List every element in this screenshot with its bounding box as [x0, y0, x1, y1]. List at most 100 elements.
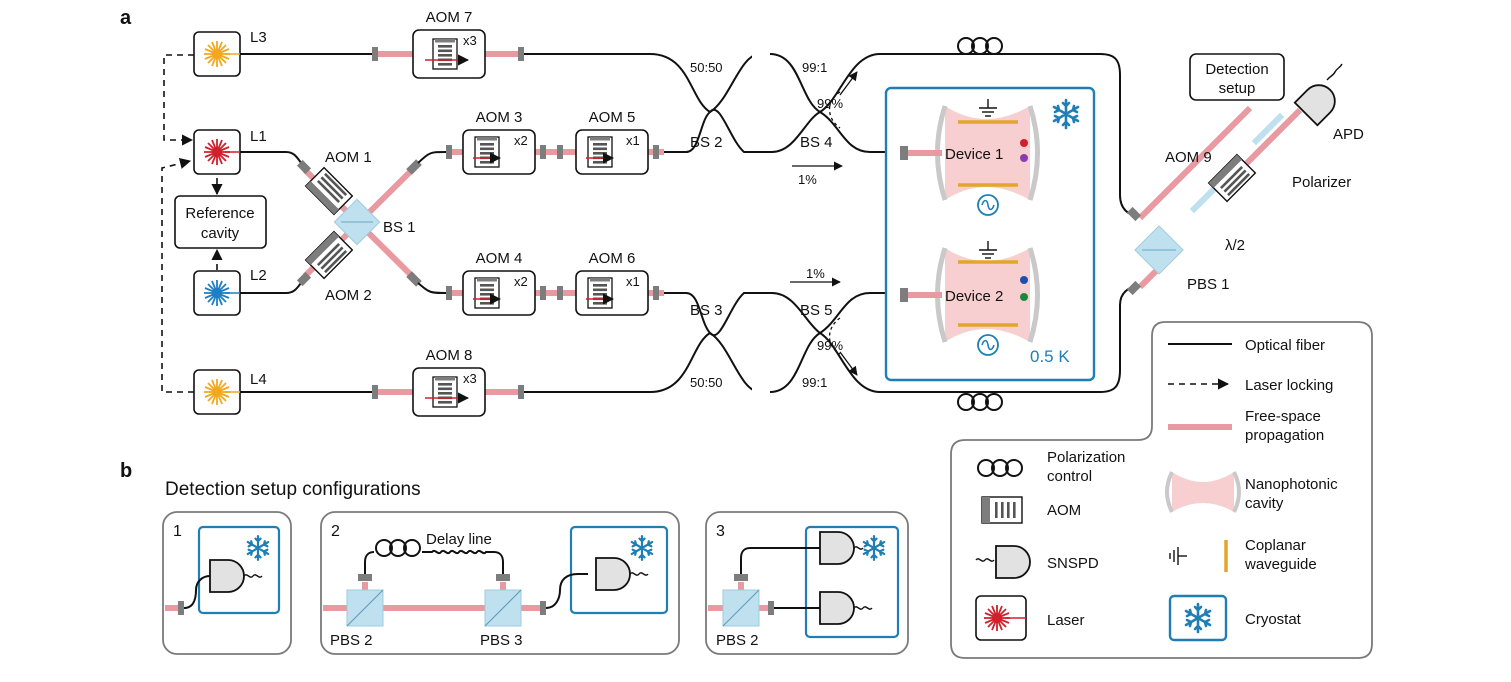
legend-aom: AOM	[1047, 502, 1081, 519]
aom-3-mult: x2	[514, 133, 528, 148]
temperature-label: 0.5 K	[1030, 347, 1070, 366]
legend-waveguide-icon	[1169, 540, 1228, 572]
bs3-label: BS 3	[690, 302, 723, 319]
legend-laser-locking: Laser locking	[1245, 377, 1333, 394]
config-1: 1	[162, 511, 292, 655]
legend-laser-icon	[975, 595, 1027, 641]
pbs-1-label: PBS 1	[1187, 276, 1230, 293]
chain-connectors	[372, 47, 659, 399]
halfwave-label: λ/2	[1225, 237, 1245, 254]
legend-waveguide-line1: Coplanar	[1245, 537, 1306, 554]
aom-6-mult: x1	[626, 274, 640, 289]
reference-cavity-line2: cavity	[201, 225, 240, 242]
legend-cavity-line1: Nanophotonic	[1245, 476, 1338, 493]
bs4-label: BS 4	[800, 134, 833, 151]
aom-2-label: AOM 2	[325, 287, 372, 304]
config-1-number: 1	[173, 523, 182, 540]
aom-7: x3 AOM 7	[378, 9, 518, 79]
laser-l4-label: L4	[250, 371, 267, 388]
aom-8-label: AOM 8	[426, 347, 473, 364]
legend-cavity-icon	[1165, 471, 1241, 513]
apd-icon	[1293, 77, 1343, 127]
connector-l1	[296, 159, 312, 287]
config-2-pbs2-label: PBS 2	[330, 632, 373, 649]
config-3-pbs2-label: PBS 2	[716, 632, 759, 649]
legend-free-space-line2: propagation	[1245, 427, 1324, 444]
aom-6-label: AOM 6	[589, 250, 636, 267]
config-3: 3 PBS 2	[705, 511, 909, 655]
laser-l3: L3	[193, 29, 267, 77]
beamsplitter-bs1: BS 1	[333, 198, 416, 246]
polarization-control-bottom	[957, 393, 1003, 411]
aom-8: x3 AOM 8	[378, 347, 518, 417]
aom-5-mult: x1	[626, 133, 640, 148]
aom-1: AOM 1	[304, 149, 372, 216]
aom-7-label: AOM 7	[426, 9, 473, 26]
delay-line-label: Delay line	[426, 531, 492, 548]
legend-free-space-line1: Free-space	[1245, 408, 1321, 425]
fiber-couplers	[524, 40, 1136, 406]
legend-snspd: SNSPD	[1047, 555, 1099, 572]
pct-99-top: 99%	[817, 96, 843, 111]
legend: Optical fiber Laser locking Free-space p…	[950, 321, 1373, 659]
aom-4: x2 AOM 4	[462, 250, 536, 316]
apd-label: APD	[1333, 126, 1364, 143]
aom-6: x1 AOM 6	[575, 250, 649, 316]
aom-1-label: AOM 1	[325, 149, 372, 166]
aom-4-label: AOM 4	[476, 250, 523, 267]
aom-8-mult: x3	[463, 371, 477, 386]
panel-b-title: Detection setup configurations	[165, 479, 421, 500]
device-1: Device 1	[900, 98, 1040, 216]
ratio-50-50-bottom: 50:50	[690, 375, 723, 390]
polarizer-label: Polarizer	[1292, 174, 1351, 191]
pct-1-top: 1%	[798, 172, 817, 187]
pct-1-bottom: 1%	[806, 266, 825, 281]
config-2-number: 2	[331, 523, 340, 540]
legend-cryostat: Cryostat	[1245, 611, 1302, 628]
aom-5: x1 AOM 5	[575, 109, 649, 175]
legend-waveguide-line2: waveguide	[1244, 556, 1317, 573]
legend-snspd-icon	[975, 545, 1031, 579]
config-2: 2 Delay line PBS 2 PBS 3	[320, 511, 680, 655]
detection-setup-line1: Detection	[1205, 61, 1268, 78]
device-2: Device 2	[900, 240, 1040, 356]
panel-a-letter: a	[120, 7, 132, 29]
ratio-99-1-bottom: 99:1	[802, 375, 827, 390]
aom-2: AOM 2	[304, 230, 372, 304]
config-3-number: 3	[716, 523, 725, 540]
reference-cavity-line1: Reference	[185, 205, 254, 222]
legend-polarization-line2: control	[1047, 468, 1092, 485]
legend-aom-icon	[981, 496, 1023, 524]
bs1-label: BS 1	[383, 219, 416, 236]
aom-3-label: AOM 3	[476, 109, 523, 126]
laser-l2: L2	[193, 267, 267, 316]
aom-7-mult: x3	[463, 33, 477, 48]
legend-laser: Laser	[1047, 612, 1085, 629]
polarization-control-top	[957, 37, 1003, 55]
legend-cavity-line2: cavity	[1245, 495, 1284, 512]
bs5-label: BS 5	[800, 302, 833, 319]
laser-l1-label: L1	[250, 128, 267, 145]
aom-9-label: AOM 9	[1165, 149, 1212, 166]
aom-4-mult: x2	[514, 274, 528, 289]
bs2-label: BS 2	[690, 134, 723, 151]
panel-b-letter: b	[120, 460, 132, 482]
ratio-50-50-top: 50:50	[690, 60, 723, 75]
reference-cavity: Reference cavity	[174, 195, 267, 249]
legend-cryostat-icon	[1168, 594, 1228, 642]
laser-l3-label: L3	[250, 29, 267, 46]
pct-99-bottom: 99%	[817, 338, 843, 353]
laser-l1: L1	[193, 128, 267, 175]
split-arrows	[790, 71, 858, 376]
laser-l2-label: L2	[250, 267, 267, 284]
legend-optical-fiber: Optical fiber	[1245, 337, 1325, 354]
aom-3: x2 AOM 3	[462, 109, 536, 175]
device-1-label: Device 1	[945, 146, 1003, 163]
config-2-pbs3-label: PBS 3	[480, 632, 523, 649]
legend-polarization-line1: Polarization	[1047, 449, 1125, 466]
laser-l4: L4	[193, 369, 267, 415]
aom-5-label: AOM 5	[589, 109, 636, 126]
polarizer-plate	[1251, 112, 1285, 146]
device-2-label: Device 2	[945, 288, 1003, 305]
